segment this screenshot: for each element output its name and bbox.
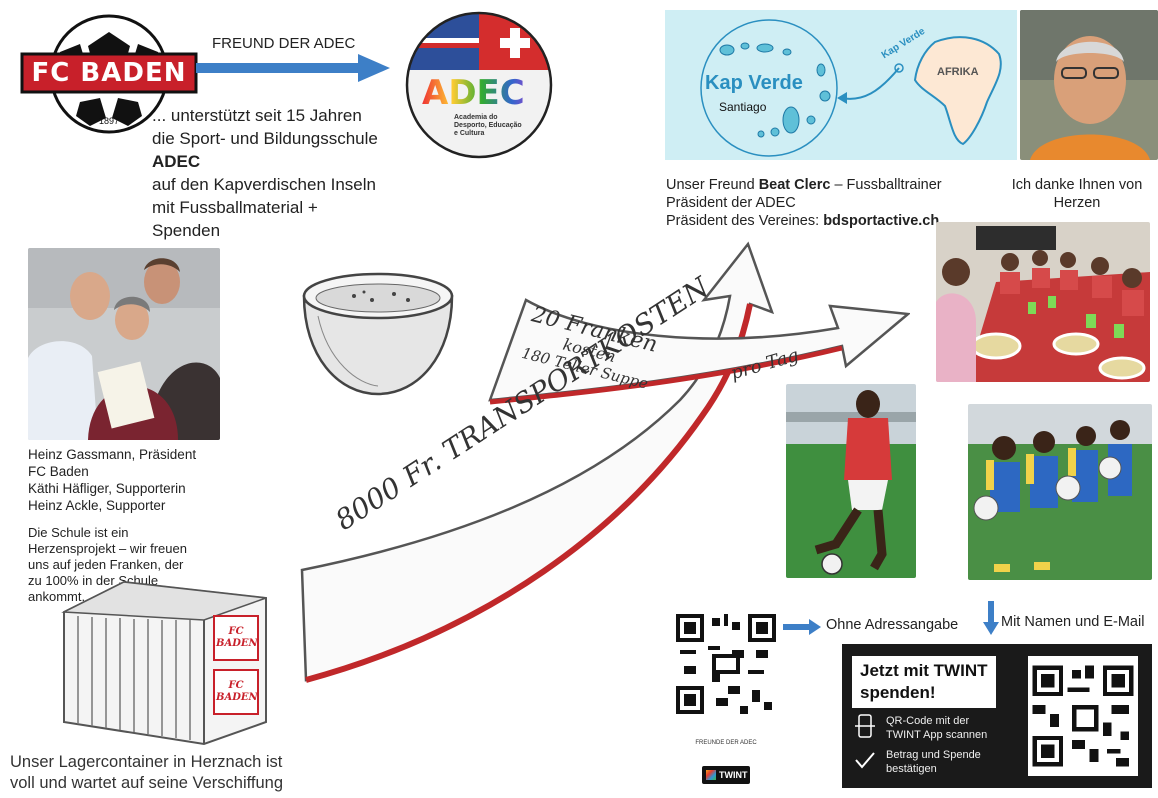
checkmark-icon	[855, 752, 875, 769]
beat-line2: Präsident der ADEC	[666, 195, 796, 211]
support-line: ... unterstützt seit 15 Jahren	[152, 106, 362, 125]
twint-title-line2: spenden!	[860, 683, 936, 702]
caption-line: Heinz Gassmann, Präsident	[28, 447, 197, 462]
twint-step1-line2: TWINT App scannen	[886, 729, 988, 741]
friend-label: FREUND DER ADEC	[212, 35, 356, 52]
supporters-photo	[28, 248, 220, 440]
twint-step2-line2: bestätigen	[886, 763, 937, 775]
phone-scan-icon	[855, 714, 875, 738]
adec-logo: ADEC Academia do Desporto, Educação e Cu…	[404, 10, 554, 160]
caption-line: FC Baden	[28, 464, 89, 479]
container-caption: Unser Lagercontainer in Herznach ist vol…	[10, 752, 370, 794]
thanks-text: Ich danke Ihnen von Herzen	[1002, 176, 1152, 212]
thanks-line1: Ich danke Ihnen von	[1011, 177, 1143, 193]
soup-bowl-drawing	[298, 266, 458, 400]
note-line: Die Schule ist ein	[28, 525, 129, 540]
map-title: Kap Verde	[705, 72, 803, 94]
twint-step1: QR-Code mit der TWINT App scannen	[886, 714, 1026, 742]
thanks-line2: Herzen	[1053, 195, 1101, 211]
map-africa-label: AFRIKA	[937, 66, 979, 78]
map-island-label: Santiago	[719, 100, 767, 114]
no-address-label: Ohne Adressangabe	[826, 617, 959, 633]
container-sign-bottom: FC BADEN	[216, 680, 258, 703]
soccer-player-photo	[786, 384, 916, 578]
twint-step2: Betrag und Spende bestätigen	[886, 748, 1026, 776]
beat-clerc-photo	[1020, 10, 1158, 160]
arrow-right-icon	[783, 619, 821, 635]
fc-baden-logo: FC BADEN 1897	[20, 12, 198, 134]
caption-line: Käthi Häfliger, Supporterin	[28, 481, 186, 496]
support-line: auf den Kapverdischen Inseln	[152, 175, 376, 194]
twint-step2-line1: Betrag und Spende	[886, 749, 981, 761]
beat-description: Unser Freund Beat Clerc – Fussballtraine…	[666, 176, 1006, 230]
twint-title: Jetzt mit TWINT spenden!	[852, 656, 996, 708]
note-line: uns auf jeden Franken, der	[28, 557, 184, 572]
with-name-label: Mit Namen und E-Mail	[1001, 614, 1145, 630]
friend-arrow	[196, 54, 390, 82]
qr-code-anonymous[interactable]	[676, 614, 776, 714]
kids-eating-photo	[936, 222, 1150, 382]
note-line: ankommt.	[28, 589, 86, 604]
support-line-adec: ADEC	[152, 152, 201, 171]
twint-step1-line1: QR-Code mit der	[886, 715, 970, 727]
twint-title-line1: Jetzt mit TWINT	[860, 661, 988, 680]
school-note: Die Schule ist ein Herzensprojekt – wir …	[28, 525, 228, 605]
beat-website-link[interactable]: bdsportactive.ch	[823, 213, 940, 229]
caption-line: Heinz Ackle, Supporter	[28, 498, 166, 513]
support-text: ... unterstützt seit 15 Jahren die Sport…	[152, 104, 442, 242]
arrow-down-icon	[983, 601, 999, 635]
twint-small-text: TWINT	[719, 770, 748, 780]
freunde-label: FREUNDE DER ADEC	[695, 740, 757, 746]
support-line: mit Fussballmaterial +	[152, 198, 318, 217]
qr-code-twint[interactable]	[1028, 656, 1138, 776]
container-caption-line1: Unser Lagercontainer in Herznach ist	[10, 753, 283, 771]
girls-with-balls-photo	[968, 404, 1152, 580]
arrows-drawing	[300, 241, 910, 683]
beat-line3-pre: Präsident des Vereines:	[666, 213, 824, 229]
beat-name: Beat Clerc	[758, 177, 831, 193]
container-drawing: FC BADEN FC BADEN	[54, 572, 268, 748]
support-line: Spenden	[152, 221, 221, 240]
support-line: die Sport- und Bildungsschule	[152, 129, 378, 148]
adec-logo-subtitle: Academia do Desporto, Educação e Cultura	[454, 114, 522, 137]
beat-line1-pre: Unser Freund	[666, 177, 759, 193]
cape-verde-map: Kap Verde Santiago AFRIKA Kap Verde	[665, 10, 1017, 160]
container-caption-line2: voll und wartet auf seine Verschiffung	[10, 774, 284, 792]
supporters-caption: Heinz Gassmann, Präsident FC Baden Käthi…	[28, 446, 228, 514]
twint-logo-icon	[706, 770, 716, 780]
fc-baden-logo-text: FC BADEN	[31, 58, 187, 88]
container-sign-top: FC BADEN	[216, 626, 258, 649]
adec-logo-text: ADEC	[422, 74, 542, 112]
twint-donation-card: Jetzt mit TWINT spenden! QR-Code mit der…	[842, 644, 1152, 788]
note-line: Herzensprojekt – wir freuen	[28, 541, 187, 556]
beat-line1-post: – Fussballtrainer	[830, 177, 942, 193]
twint-small-badge: TWINT	[702, 766, 750, 784]
fc-baden-logo-year: 1897	[98, 116, 120, 126]
